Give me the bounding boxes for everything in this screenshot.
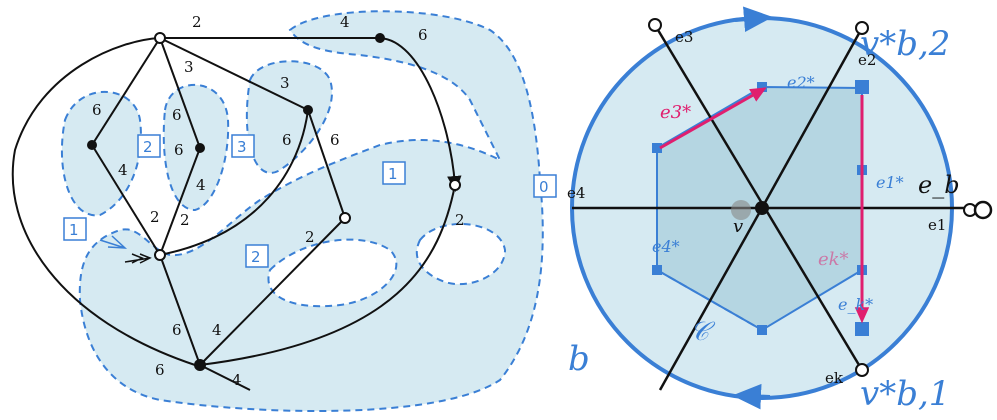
- edge-label-group: 2 4 6 3 6 6 3 6 4 6 4 6 2 2 2 2 6 4 6 4: [92, 13, 465, 389]
- dashed-face-loop-2: [61, 90, 142, 217]
- edge-label: 6: [172, 321, 182, 339]
- end-vertex: [648, 18, 662, 32]
- face-box: [245, 244, 269, 268]
- edge-label: 4: [232, 371, 242, 389]
- dual-edge-label: e1*: [876, 173, 904, 192]
- hexagon-dashed-edge: [656, 269, 763, 331]
- edge-label: 6: [172, 106, 182, 124]
- end-vertex: [855, 363, 869, 377]
- edge-name-label: ek: [825, 369, 844, 387]
- face-box-label: 2: [143, 138, 153, 156]
- face-box: [533, 174, 557, 198]
- face-box-label: 3: [237, 138, 247, 156]
- face-arrow: [732, 383, 771, 410]
- face-box: [231, 134, 255, 158]
- end-vertex: [855, 21, 869, 35]
- edge-label: 6: [155, 361, 165, 379]
- dual-edge-label: ek*: [818, 249, 849, 270]
- edge-label: 3: [280, 74, 290, 92]
- right-figure: e3 e2 e4 e1 ek v*b,2 v*b,1 e_b v e3* e2*…: [567, 6, 993, 414]
- edge-label: 2: [192, 13, 202, 31]
- shaded-face-region: [78, 10, 544, 413]
- face-box: [63, 217, 87, 241]
- edge-label: 2: [455, 211, 465, 229]
- edge-label: 4: [118, 161, 128, 179]
- edge-label: 6: [282, 131, 292, 149]
- face-arrow: [734, 6, 773, 33]
- vertex-v-shadow: [731, 200, 751, 220]
- face-box: [382, 161, 406, 185]
- edge-label: 2: [150, 208, 160, 226]
- left-figure: 2 4 6 3 6 6 3 6 4 6 4 6 2 2 2 2 6 4 6 4 …: [11, 10, 557, 413]
- edge-label: 4: [196, 176, 206, 194]
- face-box-label: 1: [69, 221, 79, 239]
- face-box: [137, 134, 161, 158]
- edge-label: 3: [184, 58, 194, 76]
- double-arrow-mark-blue: [99, 235, 128, 249]
- face-box-label: 1: [388, 165, 398, 183]
- vertex-v: [755, 201, 769, 215]
- eb-label: e_b: [918, 171, 960, 199]
- face-box-label: 2: [251, 248, 261, 266]
- edge-label: 6: [418, 26, 428, 44]
- primal-edges: [572, 24, 975, 391]
- graph-vertices: [87, 32, 461, 371]
- face-label: b: [568, 339, 590, 379]
- face-box-group: 2 3 1 1 2 0: [63, 134, 557, 268]
- face-box-label: 0: [539, 178, 549, 196]
- dual-edge-label: e3*: [660, 102, 691, 123]
- edge-label: 2: [180, 211, 190, 229]
- dual-edge-label: e2*: [787, 73, 815, 92]
- edge-label: 4: [340, 13, 350, 31]
- graph-edges: [11, 37, 462, 391]
- dual-edge-label: e4*: [652, 237, 680, 256]
- dual-vertex-label: v*b,1: [860, 374, 950, 414]
- edge-name-label: e1: [928, 216, 946, 234]
- edge-name-label: e3: [675, 28, 693, 46]
- v-label: v: [733, 216, 743, 237]
- dashed-face-loop-b: [267, 238, 398, 308]
- edge-label: 6: [174, 141, 184, 159]
- end-vertex-double: [973, 200, 993, 220]
- edge-name-label: e2: [858, 51, 876, 69]
- edge-label: 2: [305, 228, 315, 246]
- dual-vertex-label: v*b,2: [860, 24, 950, 64]
- edge-name-label: e4: [567, 184, 585, 202]
- pink-arrow-e3: [659, 87, 767, 150]
- edge-label: 6: [330, 131, 340, 149]
- double-arrow-mark: [124, 253, 152, 264]
- dual-edge-label: e_k*: [838, 295, 873, 314]
- edge-label: 4: [212, 321, 222, 339]
- edge-label: 6: [92, 101, 102, 119]
